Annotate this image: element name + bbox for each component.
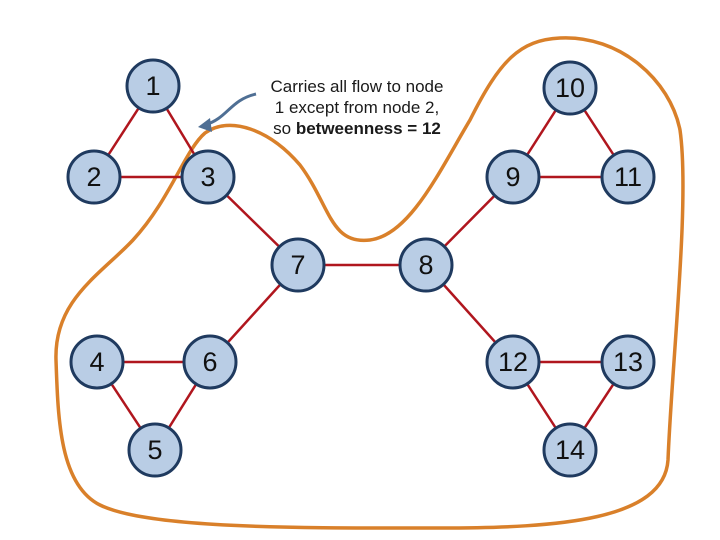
annotation-betweenness-value: betweenness = 12: [295, 119, 441, 138]
node-circle-11: [600, 149, 656, 205]
node-10: 10: [542, 60, 598, 116]
annotation-line-3-prefix: so: [273, 119, 296, 138]
node-circle-2: [66, 149, 122, 205]
annotation-arrow: [204, 92, 257, 127]
node-label-5: 5: [147, 435, 162, 465]
node-circle-4: [69, 334, 125, 390]
node-label-12: 12: [498, 347, 528, 377]
node-label-8: 8: [418, 250, 433, 280]
node-5: 5: [127, 422, 183, 478]
node-label-3: 3: [200, 162, 215, 192]
annotation-line-3: so betweenness = 12: [232, 118, 482, 139]
node-circle-3: [180, 149, 236, 205]
node-label-13: 13: [613, 347, 643, 377]
node-2: 2: [66, 149, 122, 205]
node-circle-13: [600, 334, 656, 390]
node-label-10: 10: [555, 73, 585, 103]
node-circle-12: [485, 334, 541, 390]
node-14: 14: [542, 422, 598, 478]
node-9: 9: [485, 149, 541, 205]
node-label-11: 11: [614, 162, 642, 192]
node-label-14: 14: [555, 435, 585, 465]
node-3: 3: [180, 149, 236, 205]
annotation-line-1: Carries all flow to node: [270, 77, 444, 96]
annotation-arrowhead: [198, 118, 212, 132]
node-group-boundary: [54, 36, 685, 530]
node-12: 12: [485, 334, 541, 390]
node-circle-1: [125, 58, 181, 114]
edge-layer: [92, 85, 630, 451]
node-circle-8: [398, 237, 454, 293]
node-label-9: 9: [505, 162, 520, 192]
betweenness-annotation: Carries all flow to node 1 except from n…: [232, 76, 482, 139]
node-7: 7: [270, 237, 326, 293]
node-11: 11: [600, 149, 656, 205]
node-6: 6: [182, 334, 238, 390]
annotation-line-2: 1 except from node 2,: [274, 98, 440, 117]
node-1: 1: [125, 58, 181, 114]
node-label-7: 7: [290, 250, 305, 280]
node-label-2: 2: [86, 162, 101, 192]
node-circle-5: [127, 422, 183, 478]
node-13: 13: [600, 334, 656, 390]
node-label-6: 6: [202, 347, 217, 377]
node-label-4: 4: [89, 347, 104, 377]
node-circle-9: [485, 149, 541, 205]
node-8: 8: [398, 237, 454, 293]
node-4: 4: [69, 334, 125, 390]
node-circle-7: [270, 237, 326, 293]
node-circle-10: [542, 60, 598, 116]
node-circle-6: [182, 334, 238, 390]
node-label-1: 1: [145, 71, 160, 101]
node-circle-14: [542, 422, 598, 478]
